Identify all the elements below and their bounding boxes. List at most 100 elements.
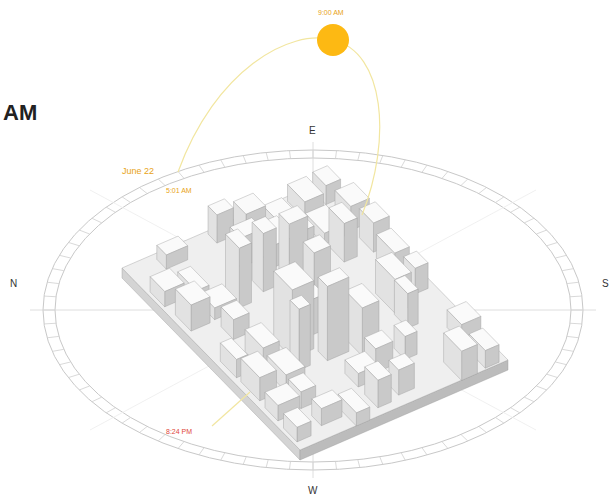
- ring-tick: [122, 417, 130, 423]
- ring-tick: [106, 408, 115, 413]
- ring-tick: [358, 152, 360, 160]
- ring-tick: [547, 374, 558, 377]
- ring-tick: [44, 323, 56, 325]
- ring-tick: [47, 282, 59, 283]
- ring-tick: [199, 448, 204, 455]
- building-wall: [312, 399, 322, 426]
- ring-tick: [536, 230, 546, 234]
- compass-axes: [30, 142, 596, 478]
- ring-tick: [199, 165, 204, 172]
- building-wall: [345, 360, 358, 387]
- building-wall: [462, 345, 478, 381]
- building-wall: [321, 400, 342, 426]
- ring-tick: [158, 435, 165, 442]
- building-wall: [220, 343, 236, 378]
- building-wall: [252, 222, 263, 292]
- building-wall: [297, 421, 311, 442]
- building-wall: [408, 289, 419, 328]
- ring-tick: [562, 269, 574, 271]
- ring-tick: [479, 426, 487, 432]
- ring-tick: [158, 179, 165, 186]
- ring-tick: [422, 448, 427, 455]
- sunset-label: 8:24 PM: [166, 428, 192, 435]
- ring-tick: [79, 386, 89, 390]
- ring-tick: [59, 255, 70, 258]
- ring-tick: [335, 461, 336, 469]
- ring-tick: [555, 362, 566, 365]
- ring-tick: [178, 171, 184, 178]
- building-wall: [175, 289, 191, 331]
- sunrise-label: 5:01 AM: [166, 187, 192, 194]
- ring-tick: [547, 242, 558, 245]
- ring-tick: [442, 171, 448, 178]
- ring-tick: [495, 197, 503, 203]
- ring-tick: [44, 296, 56, 298]
- ring-tick: [495, 417, 503, 423]
- building-wall: [191, 297, 210, 331]
- ring-tick: [380, 155, 383, 163]
- building-wall: [327, 277, 349, 361]
- ring-tick: [511, 408, 520, 413]
- building-wall: [208, 206, 217, 243]
- ring-tick: [68, 242, 79, 245]
- ring-tick: [511, 207, 520, 212]
- ring-tick: [562, 349, 574, 351]
- compass-letter: S: [602, 279, 609, 289]
- ring-tick: [243, 457, 246, 465]
- building-wall: [444, 333, 462, 381]
- ring-tick: [358, 460, 360, 468]
- ring-tick: [122, 197, 130, 203]
- ring-tick: [401, 160, 405, 168]
- building-wall: [365, 367, 378, 408]
- building-wall: [150, 277, 165, 307]
- ring-tick: [461, 435, 468, 442]
- building-wall: [241, 359, 260, 401]
- compass-letter: E: [309, 126, 316, 136]
- ring-tick: [266, 152, 268, 160]
- ring-tick: [221, 160, 225, 168]
- building-wall: [299, 304, 310, 370]
- ring-tick: [178, 442, 184, 449]
- building-wall: [284, 414, 298, 442]
- ring-tick: [52, 269, 64, 271]
- ring-tick: [68, 374, 79, 377]
- building-wall: [166, 246, 187, 269]
- building-wall: [359, 209, 373, 253]
- ring-tick: [479, 187, 487, 193]
- sun: [317, 24, 349, 56]
- ring-tick: [401, 453, 405, 461]
- sun-path: [178, 38, 380, 215]
- ring-tick: [266, 460, 268, 468]
- ring-tick: [221, 453, 225, 461]
- ring-tick: [461, 179, 468, 186]
- ring-tick: [47, 336, 59, 337]
- ring-tick: [92, 218, 102, 223]
- ring-tick: [139, 426, 147, 432]
- ring-tick: [289, 461, 290, 469]
- building-wall: [485, 345, 499, 369]
- ring-tick: [380, 457, 383, 465]
- ring-tick: [79, 230, 89, 234]
- building-wall: [239, 243, 251, 308]
- ring-tick: [536, 386, 546, 390]
- time-label: 9:00 AM: [318, 9, 344, 16]
- building-wall: [318, 277, 327, 361]
- sun-path-lower: [212, 392, 250, 426]
- ring-tick: [524, 218, 534, 223]
- ring-tick: [139, 187, 147, 193]
- ring-tick: [422, 165, 427, 172]
- building-wall: [356, 407, 369, 426]
- ring-tick: [106, 207, 115, 212]
- ring-tick: [92, 397, 102, 402]
- building-wall: [344, 218, 357, 262]
- building-wall: [399, 363, 415, 395]
- city-model: [122, 166, 508, 460]
- compass-letter: W: [308, 486, 317, 496]
- date-label: June 22: [122, 167, 154, 176]
- ring-tick: [567, 282, 579, 283]
- ring-tick: [243, 155, 246, 163]
- ring-tick: [567, 336, 579, 337]
- compass-letter: N: [10, 279, 17, 289]
- building-wall: [157, 245, 167, 269]
